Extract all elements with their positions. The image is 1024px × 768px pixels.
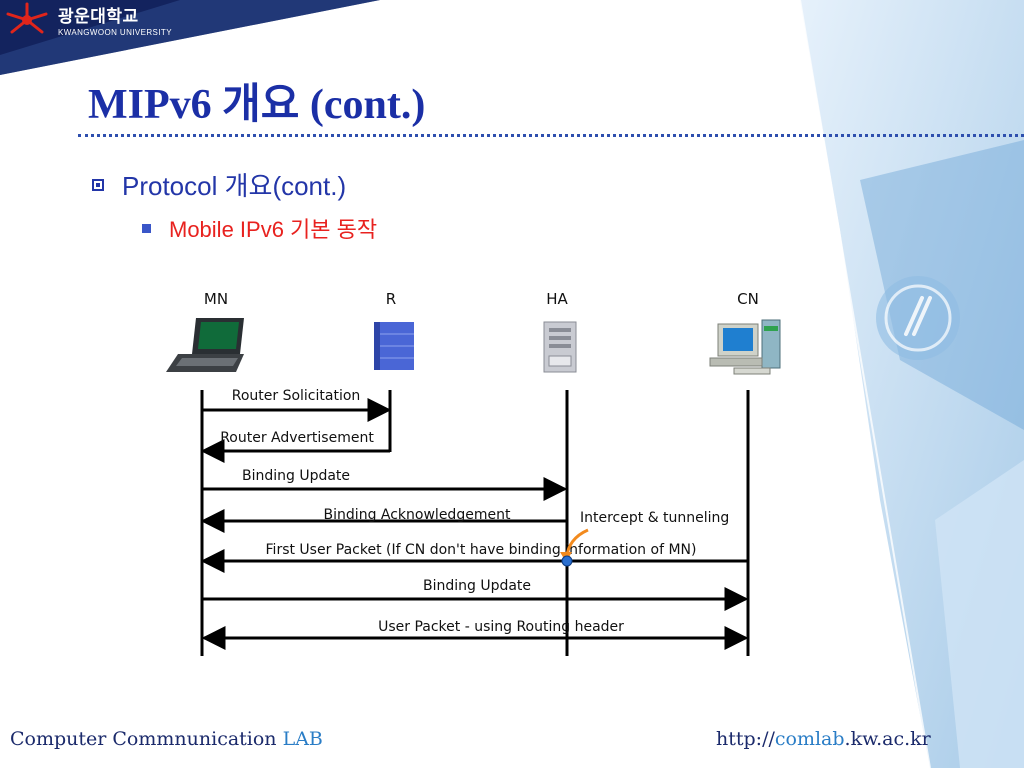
footer-url-highlight: comlab	[774, 728, 845, 750]
message-label: User Packet - using Routing header	[378, 619, 624, 635]
footer-url-prefix: http://	[716, 728, 775, 750]
university-emblem-icon	[6, 2, 48, 34]
bullet-level-1: Protocol 개요(cont.)	[92, 166, 346, 203]
router-icon	[374, 322, 414, 370]
intercept-annotation: Intercept & tunneling	[580, 510, 729, 526]
diagram-background	[165, 282, 783, 658]
entity-label-r: R	[386, 290, 396, 308]
message-label: Binding Update	[423, 578, 531, 594]
footer-lab-suffix: LAB	[282, 728, 323, 750]
entity-label-mn: MN	[204, 290, 228, 308]
footer-lab-prefix: Computer Commnunication	[10, 728, 283, 750]
footer-lab-name: Computer Commnunication LAB	[10, 728, 323, 750]
square-bullet-icon	[142, 223, 151, 233]
message-label: Router Advertisement	[220, 430, 374, 446]
bullet-level-1-text: Protocol 개요(cont.)	[122, 171, 347, 201]
message-label: Binding Update	[242, 468, 350, 484]
message-label: Binding Acknowledgement	[324, 507, 511, 523]
university-name-korean: 광운대학교	[58, 7, 139, 27]
bullet-level-2: Mobile IPv6 기본 동작	[142, 212, 377, 244]
footer-url[interactable]: http://comlab.kw.ac.kr	[716, 728, 931, 750]
entity-label-cn: CN	[737, 290, 759, 308]
footer-url-suffix: .kw.ac.kr	[844, 728, 931, 750]
hollow-square-bullet-icon	[92, 179, 104, 192]
message-label: Router Solicitation	[232, 388, 361, 404]
entity-label-ha: HA	[546, 290, 568, 308]
university-logo: 광운대학교 KWANGWOON UNIVERSITY	[0, 0, 200, 44]
server-icon	[543, 321, 577, 373]
slide-title: MIPv6 개요 (cont.)	[88, 82, 426, 128]
intercept-point	[561, 555, 573, 567]
title-divider	[78, 134, 1024, 137]
message-label: First User Packet (If CN don't have bind…	[266, 542, 697, 558]
laptop-icon	[166, 318, 244, 372]
desktop-computer-icon	[709, 319, 781, 375]
bullet-level-2-text: Mobile IPv6 기본 동작	[169, 217, 378, 242]
university-name-english: KWANGWOON UNIVERSITY	[58, 28, 172, 37]
